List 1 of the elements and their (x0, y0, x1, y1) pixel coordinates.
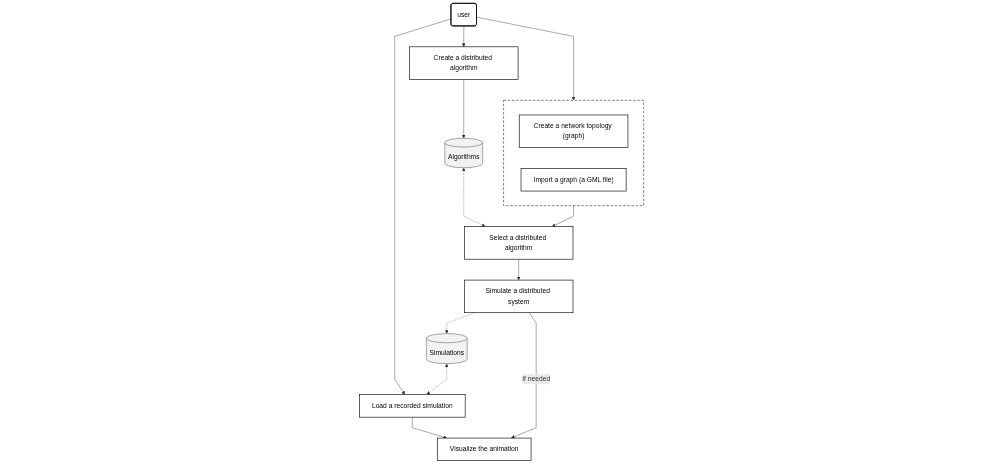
cluster (503, 100, 644, 206)
